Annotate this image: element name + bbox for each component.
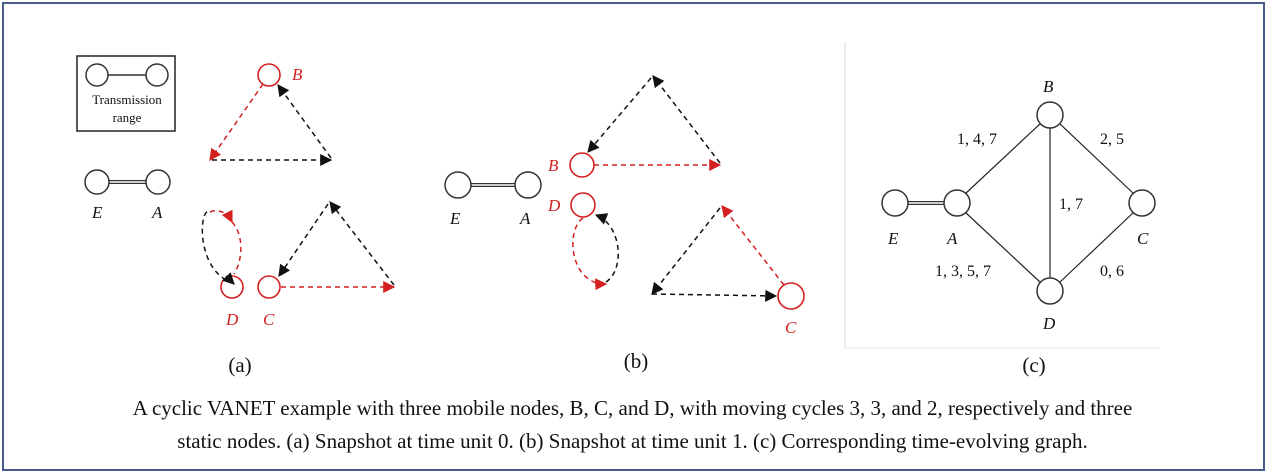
graph-label-c: C	[1137, 229, 1149, 248]
node-a	[145, 169, 171, 195]
arrow-c-cycle-right	[329, 201, 395, 286]
graph-node-d	[1036, 277, 1064, 305]
label-e-b: E	[449, 209, 461, 228]
arrow-d-loop-head	[222, 272, 235, 285]
edge-label-a-b: 1, 4, 7	[957, 131, 997, 148]
label-e: E	[91, 203, 103, 222]
arrow-b-cycle-right	[277, 84, 332, 159]
arrow-b-cycle-right-b	[652, 75, 721, 164]
arrow-d-loop-b-left	[572, 217, 608, 291]
label-d-b: D	[547, 196, 561, 215]
label-c: C	[263, 310, 275, 329]
panel-c: E A B C D 1, 4, 7 2, 5 1, 7 1, 3, 5, 7 0…	[844, 42, 1160, 377]
graph-label-d: D	[1042, 314, 1056, 333]
panel-a-label: (a)	[228, 353, 251, 377]
arrow-c-cycle-bottom-b	[651, 289, 778, 302]
edge-d-c	[1058, 211, 1135, 284]
graph-node-c	[1128, 189, 1156, 217]
node-b	[257, 63, 281, 87]
node-a-b	[514, 171, 542, 199]
node-c	[257, 275, 281, 299]
label-b: B	[292, 65, 303, 84]
legend-node-left	[85, 63, 109, 87]
node-c-b	[777, 282, 805, 310]
node-e	[84, 169, 110, 195]
edge-label-d-c: 0, 6	[1100, 263, 1124, 280]
arrow-d-loop-top	[209, 209, 233, 224]
edge-b-c	[1058, 122, 1135, 195]
label-a-b: A	[519, 209, 531, 228]
arrow-d-loop-b-right	[594, 213, 619, 283]
label-a: A	[151, 203, 163, 222]
label-d: D	[225, 310, 239, 329]
edge-label-b-c: 2, 5	[1100, 131, 1124, 148]
legend-node-right	[145, 63, 169, 87]
graph-node-a	[943, 189, 971, 217]
caption-line-1: A cyclic VANET example with three mobile…	[132, 396, 1133, 420]
panel-c-label: (c)	[1022, 353, 1045, 377]
legend: Transmission range	[76, 55, 176, 132]
legend-text-2: range	[113, 110, 142, 125]
graph-node-e	[881, 189, 909, 217]
arrow-d-loop-left	[201, 210, 227, 281]
arrow-c-move-b	[721, 205, 785, 286]
graph-node-b	[1036, 101, 1064, 129]
node-d-b	[570, 192, 596, 218]
legend-text-1: Transmission	[92, 92, 162, 107]
edge-a-d	[964, 211, 1042, 284]
arrow-b-cycle-left-b	[587, 77, 652, 153]
graph-label-e: E	[887, 229, 899, 248]
graph-label-a: A	[946, 229, 958, 248]
graph-label-b: B	[1043, 77, 1054, 96]
edge-label-a-d: 1, 3, 5, 7	[935, 263, 991, 280]
arrow-c-cycle-left-b	[651, 207, 721, 295]
panel-b: E A B D C (b)	[444, 75, 805, 373]
arrow-b-move	[209, 83, 264, 161]
node-b-b	[569, 152, 595, 178]
figure-caption: A cyclic VANET example with three mobile…	[0, 392, 1265, 458]
arrow-c-cycle-left	[278, 203, 329, 277]
caption-line-2: static nodes. (a) Snapshot at time unit …	[177, 429, 1088, 453]
panel-a: E A B D C (a)	[84, 63, 396, 377]
label-c-b: C	[785, 318, 797, 337]
edge-a-b	[964, 122, 1042, 195]
arrow-d-loop-right	[231, 221, 242, 275]
label-b-b: B	[548, 156, 559, 175]
node-e-b	[444, 171, 472, 199]
panel-b-label: (b)	[624, 349, 649, 373]
edge-label-b-d: 1, 7	[1059, 196, 1083, 213]
